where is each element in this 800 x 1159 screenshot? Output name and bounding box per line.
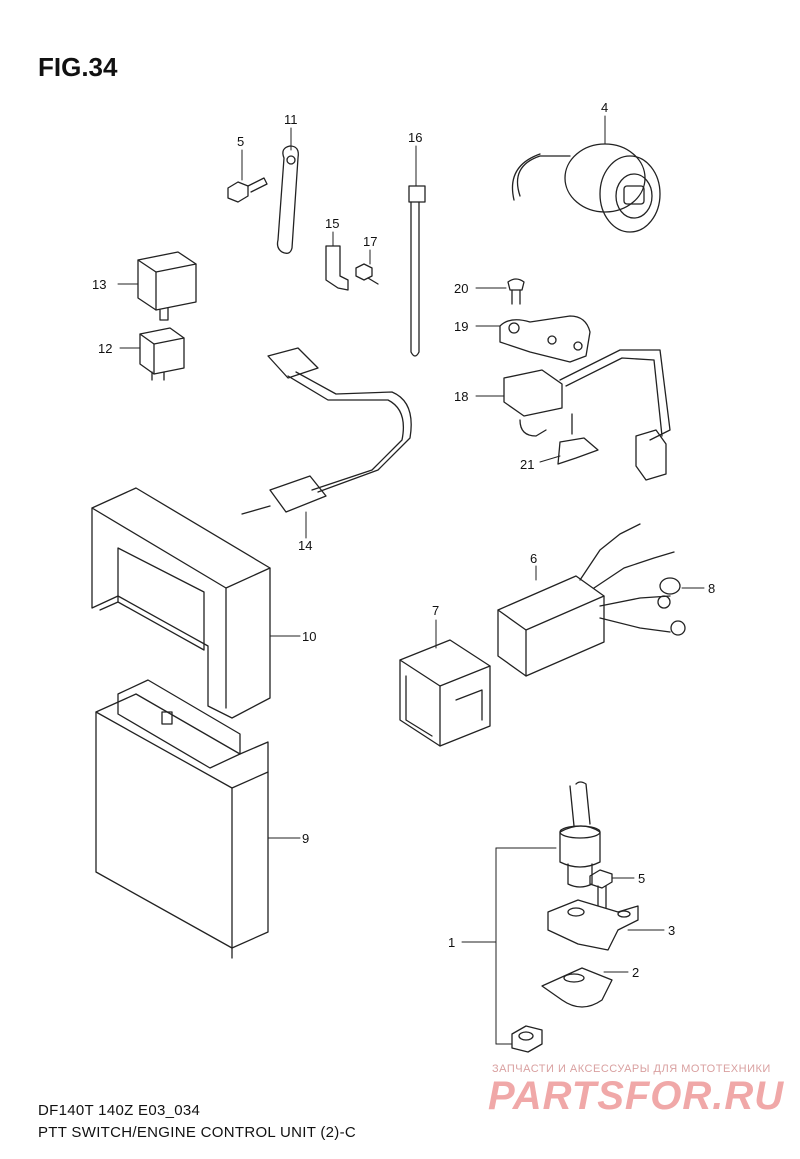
callout-19: 19 — [454, 319, 469, 334]
callout-10: 10 — [302, 629, 317, 644]
callout-6: 6 — [530, 551, 538, 566]
ptt-switch — [559, 781, 601, 888]
part-13-relay — [117, 251, 197, 321]
part-8-cap — [659, 577, 705, 595]
callout-7: 7 — [432, 603, 440, 618]
callout-16: 16 — [408, 130, 423, 145]
part-9-ecu — [95, 679, 301, 959]
footer-model: DF140T 140Z E03_034 — [38, 1102, 201, 1119]
part-5-bolt-lower — [589, 869, 635, 911]
part-12-relay — [119, 327, 185, 381]
part-11-strap — [276, 127, 299, 254]
callout-9: 9 — [302, 831, 310, 846]
callout-17: 17 — [363, 234, 378, 249]
callout-18: 18 — [454, 389, 469, 404]
part-10-cover — [91, 487, 301, 719]
watermark-tagline: ЗАПЧАСТИ И АКСЕССУАРЫ ДЛЯ МОТОТЕХНИКИ — [492, 1063, 771, 1075]
part-6-box — [497, 523, 686, 677]
callout-13: 13 — [92, 277, 107, 292]
callout-1: 1 — [448, 935, 456, 950]
callout-15: 15 — [325, 216, 340, 231]
callout-5-top: 5 — [237, 134, 245, 149]
callout-3: 3 — [668, 923, 676, 938]
part-15-clip — [325, 231, 349, 291]
watermark-logo: PARTSFOR.RU — [488, 1074, 785, 1118]
part-4-switch — [511, 115, 661, 233]
figure-title: FIG.34 — [38, 52, 118, 82]
part-21-clip — [539, 413, 599, 465]
callout-21: 21 — [520, 457, 535, 472]
callout-2: 2 — [632, 965, 640, 980]
callout-4: 4 — [601, 100, 609, 115]
callout-11: 11 — [284, 112, 298, 127]
assembly-1-bracket — [461, 847, 557, 1045]
part-2-cap — [541, 967, 629, 1008]
callout-20: 20 — [454, 281, 469, 296]
part-7-cover — [399, 619, 491, 747]
part-5-bolt-top — [227, 149, 268, 203]
part-19-bracket — [475, 315, 591, 363]
callout-5-lower: 5 — [638, 871, 646, 886]
part-1-nut — [511, 1025, 543, 1053]
part-16-cable-tie — [408, 145, 426, 357]
part-17-bolt — [355, 249, 379, 285]
part-18-switch — [475, 349, 671, 481]
part-14-harness — [241, 347, 412, 539]
part-20-screw — [475, 278, 525, 305]
callout-8: 8 — [708, 581, 716, 596]
callout-12: 12 — [98, 341, 113, 356]
callout-14: 14 — [298, 538, 313, 553]
footer-caption: PTT SWITCH/ENGINE CONTROL UNIT (2)-C — [38, 1124, 357, 1141]
part-3-plate — [547, 899, 665, 951]
